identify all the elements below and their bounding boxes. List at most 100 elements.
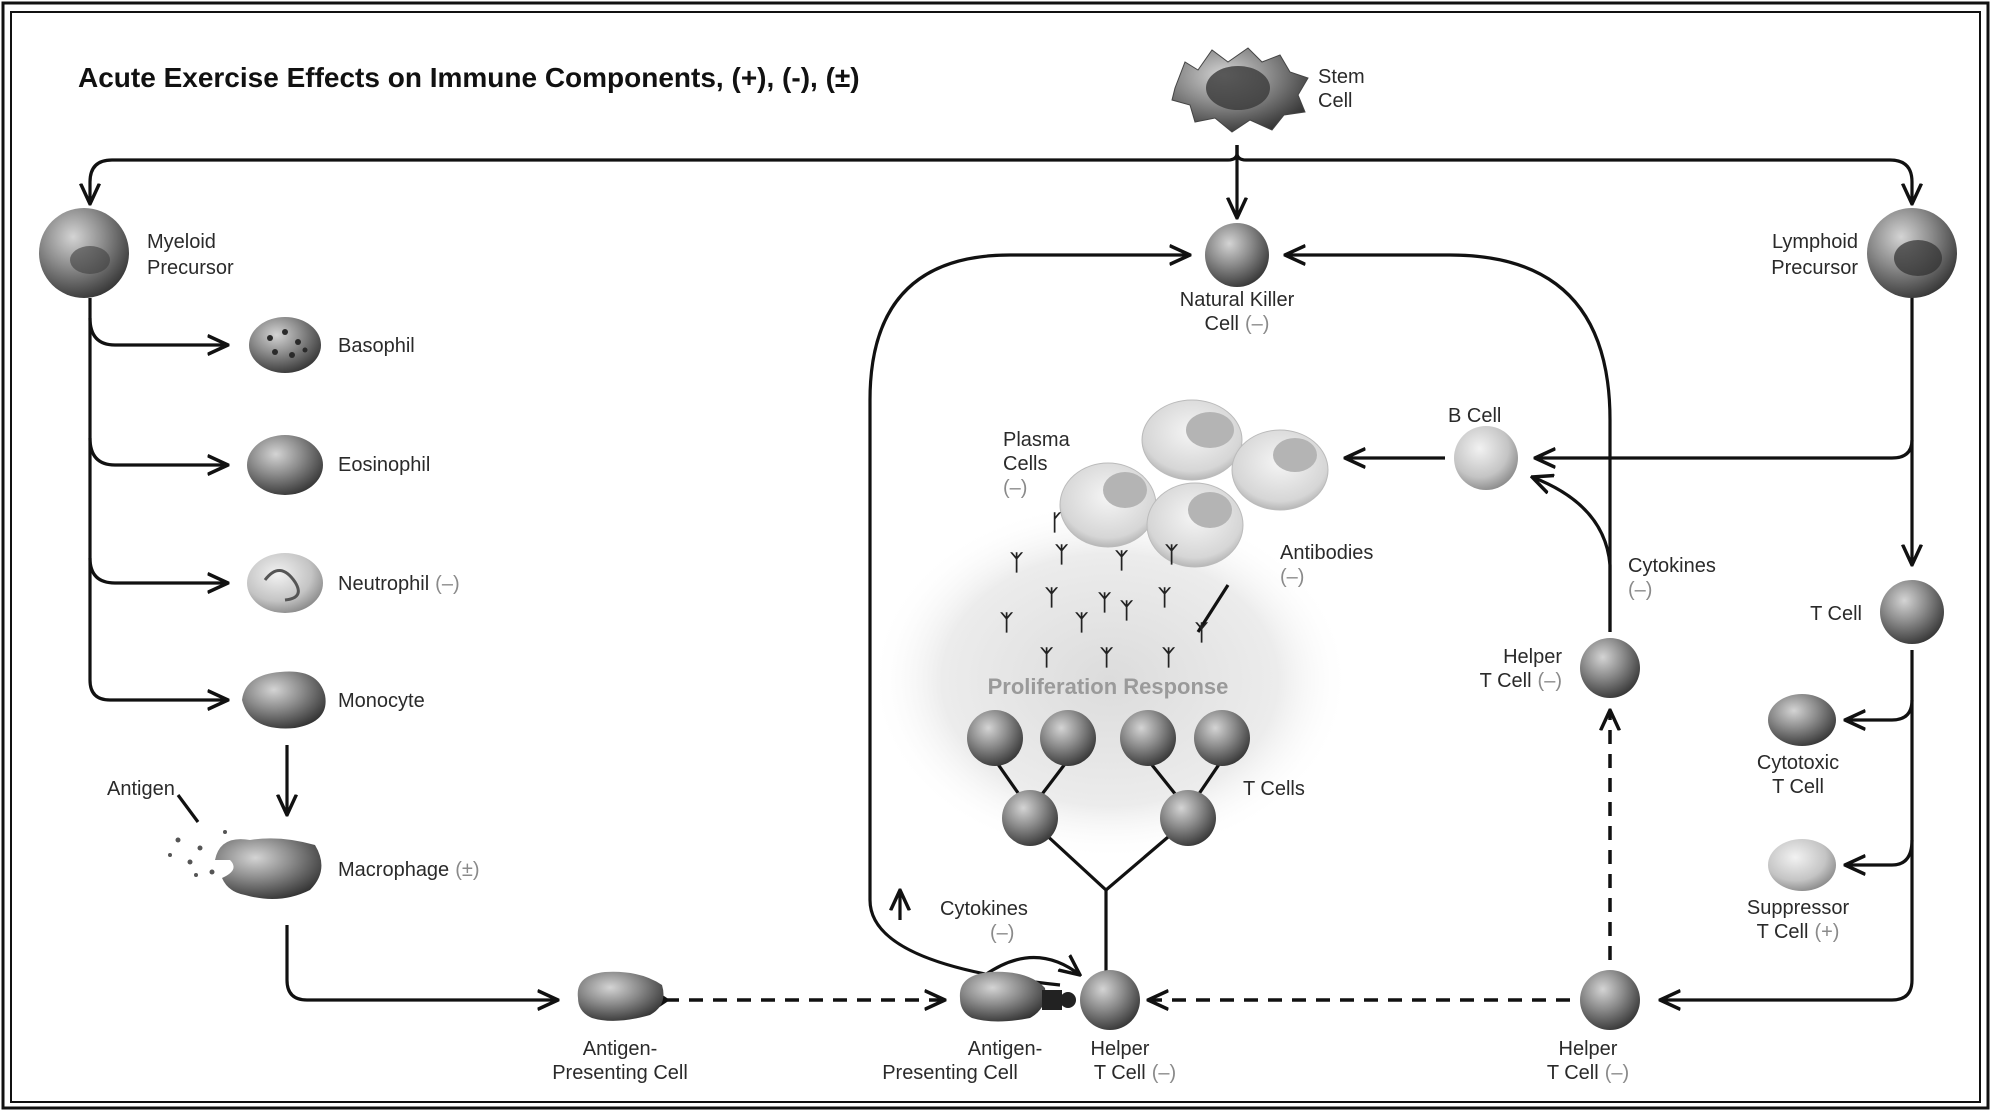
arrow-stem-to-myeloid xyxy=(90,145,1239,204)
arrow-stem-to-lymphoid xyxy=(1235,145,1912,204)
apc-left-label-1: Antigen- xyxy=(583,1038,658,1060)
macrophage-icon xyxy=(215,838,322,899)
svg-text:ᛉ: ᛉ xyxy=(1040,645,1054,670)
antibodies-pointer xyxy=(1196,584,1230,633)
t-cell-label: T Cell xyxy=(1810,603,1862,625)
plasma-label-1: Plasma xyxy=(1003,429,1071,451)
eosinophil-label: Eosinophil xyxy=(338,454,430,476)
arrow-to-neutrophil xyxy=(88,557,228,583)
svg-text:ᛉ: ᛉ xyxy=(1115,548,1129,573)
proliferation-glow xyxy=(870,500,1350,860)
myeloid-label-2: Precursor xyxy=(147,257,234,279)
cytokines-left-effect: (–) xyxy=(990,922,1014,944)
nk-label-1: Natural Killer xyxy=(1180,289,1295,311)
apc-mid-label-2: Presenting Cell xyxy=(882,1062,1018,1084)
svg-text:ᛉ: ᛉ xyxy=(1010,550,1024,575)
monocyte-icon xyxy=(242,671,326,729)
neutrophil-icon xyxy=(247,553,323,613)
arrow-cytokines-to-bcell xyxy=(1532,477,1612,632)
lymphoid-label-2: Precursor xyxy=(1771,257,1858,279)
arrow-lymphoid-to-bcell xyxy=(1535,439,1914,458)
helper-bottom-icon xyxy=(1080,970,1140,1030)
stem-label-1: Stem xyxy=(1318,66,1365,88)
suppressor-label-1: Suppressor xyxy=(1747,897,1850,919)
helper-right-label-1: Helper xyxy=(1559,1038,1618,1060)
arrow-cytokines-curve xyxy=(984,958,1080,976)
svg-text:ᛉ: ᛉ xyxy=(1075,610,1089,635)
labels: Stem Cell Myeloid Precursor Lymphoid Pre… xyxy=(107,66,1862,1084)
arrow-to-eosinophil xyxy=(88,437,228,465)
svg-text:ᛉ: ᛉ xyxy=(1120,598,1134,623)
basophil-icon xyxy=(249,317,321,373)
cytokines-right-label: Cytokines xyxy=(1628,555,1716,577)
svg-text:ᛉ: ᛉ xyxy=(1045,585,1059,610)
t-cell-icon xyxy=(1880,580,1944,644)
t-cells-group xyxy=(967,710,1250,846)
svg-text:ᛉ: ᛉ xyxy=(1100,645,1114,670)
arrow-to-cytotoxic xyxy=(1845,699,1914,720)
macrophage-label: Macrophage(±) xyxy=(338,859,479,881)
antibodies-effect: (–) xyxy=(1280,566,1304,588)
arrow-cytokines-to-nk xyxy=(868,255,1190,987)
svg-text:ᚴ: ᚴ xyxy=(1050,510,1063,535)
apc-left-label-2: Presenting Cell xyxy=(552,1062,688,1084)
neutrophil-label: Neutrophil(–) xyxy=(338,573,460,595)
myeloid-label-1: Myeloid xyxy=(147,231,216,253)
apc-mid-icon xyxy=(959,971,1046,1022)
antigen-label: Antigen xyxy=(107,778,175,800)
helper-right-icon xyxy=(1580,970,1640,1030)
helper-mid-label-2: T Cell(–) xyxy=(1480,670,1562,692)
helper-mid-icon xyxy=(1580,638,1640,698)
b-cell-label: B Cell xyxy=(1448,405,1501,427)
connectors xyxy=(90,145,1912,1010)
arrow-helper-to-nk xyxy=(1285,255,1612,632)
cytotoxic-label-1: Cytotoxic xyxy=(1757,752,1839,774)
helper-mid-label-1: Helper xyxy=(1503,646,1562,668)
antigen-dots xyxy=(168,830,227,877)
plasma-cells-icon xyxy=(1059,399,1329,568)
monocyte-label: Monocyte xyxy=(338,690,425,712)
helper-bottom-label-2: T Cell(–) xyxy=(1094,1062,1176,1084)
plasma-effect: (–) xyxy=(1003,477,1027,499)
t-cells-label: T Cells xyxy=(1243,778,1305,800)
inner-frame xyxy=(10,11,1981,1103)
proliferation-label: Proliferation Response xyxy=(988,674,1229,699)
suppressor-label-2: T Cell(+) xyxy=(1757,921,1840,943)
cytokines-right-effect: (–) xyxy=(1628,579,1652,601)
apc-mid-label-1: Antigen- xyxy=(968,1038,1043,1060)
nk-cell-icon xyxy=(1205,223,1269,287)
eosinophil-icon xyxy=(247,435,323,495)
antigen-pointer xyxy=(176,794,200,823)
basophil-label: Basophil xyxy=(338,335,415,357)
cytotoxic-label-2: T Cell xyxy=(1772,776,1824,798)
svg-text:ᛉ: ᛉ xyxy=(1098,590,1112,615)
diagram-title: Acute Exercise Effects on Immune Compone… xyxy=(78,62,860,93)
cytokines-left-label: Cytokines xyxy=(940,898,1028,920)
nk-label-2: Cell(–) xyxy=(1205,313,1270,335)
stem-label-2: Cell xyxy=(1318,90,1352,112)
antibodies-label: Antibodies xyxy=(1280,542,1373,564)
suppressor-icon xyxy=(1768,839,1836,891)
svg-text:ᛉ: ᛉ xyxy=(1162,645,1176,670)
arrow-to-monocyte xyxy=(88,298,228,700)
stem-cell-icon xyxy=(1171,47,1309,133)
svg-text:ᛉ: ᛉ xyxy=(1165,542,1179,567)
svg-text:ᛉ: ᛉ xyxy=(1158,585,1172,610)
svg-text:ᛉ: ᛉ xyxy=(1055,542,1069,567)
helper-bottom-label-1: Helper xyxy=(1091,1038,1150,1060)
arrow-to-basophil xyxy=(88,317,228,345)
arrow-macrophage-to-apc xyxy=(285,925,558,1000)
arrow-tcell-to-helper xyxy=(1660,650,1914,1000)
svg-text:ᛉ: ᛉ xyxy=(1195,620,1209,645)
b-cell-icon xyxy=(1454,426,1518,490)
cytotoxic-icon xyxy=(1768,694,1836,746)
lymphoid-label-1: Lymphoid xyxy=(1772,231,1858,253)
plasma-label-2: Cells xyxy=(1003,453,1047,475)
apc-left-icon xyxy=(577,971,664,1021)
arrow-to-suppressor xyxy=(1845,839,1914,865)
